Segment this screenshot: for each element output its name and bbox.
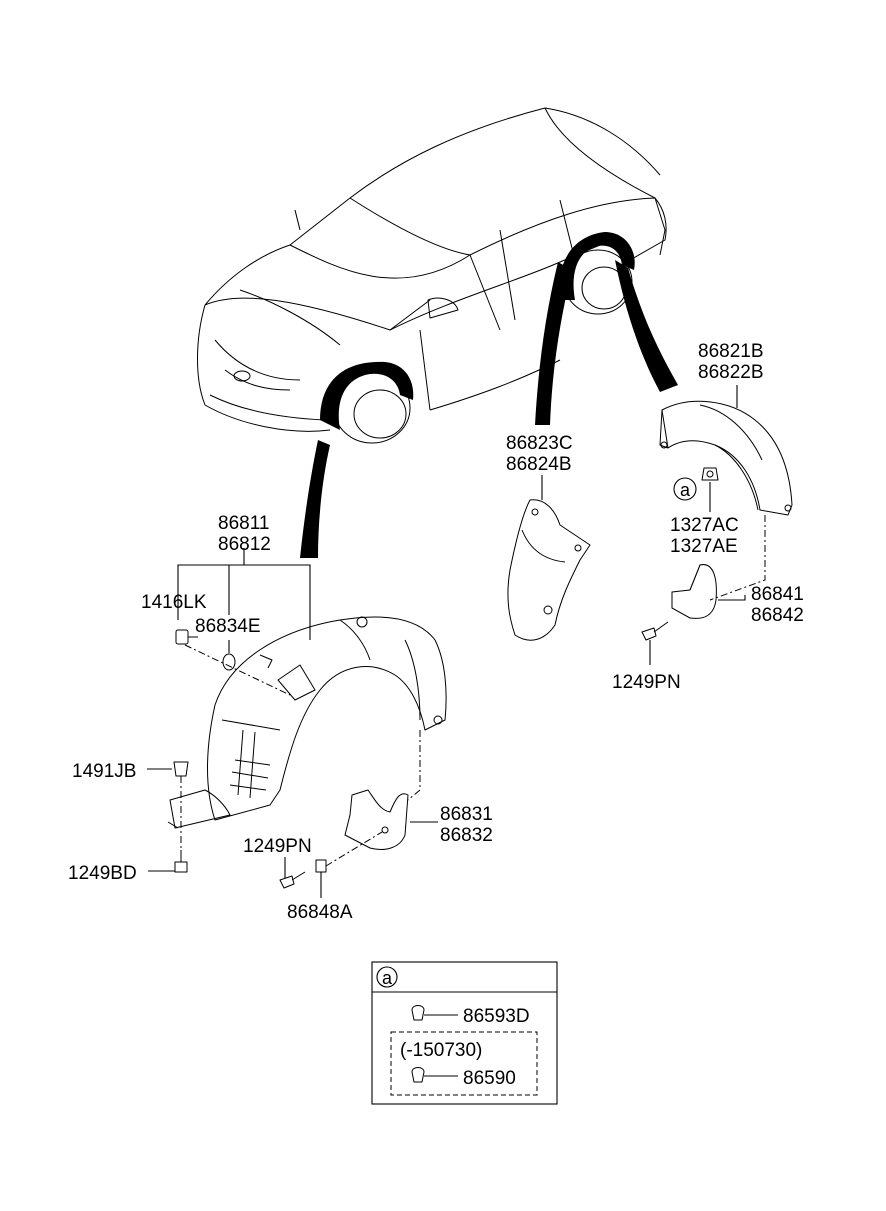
arrow-rear-front-piece bbox=[535, 262, 572, 425]
washer-86834E bbox=[222, 653, 236, 671]
mud-guard-front-part bbox=[344, 789, 409, 850]
legend-date-range: (-150730) bbox=[400, 1040, 482, 1061]
legend-item-86590: 86590 bbox=[463, 1068, 516, 1089]
rear-liner-highlight bbox=[559, 232, 635, 300]
label-86824B: 86824B bbox=[506, 454, 572, 475]
clip-1416LK bbox=[175, 629, 198, 645]
rear-wheel-liner-part bbox=[659, 400, 793, 516]
label-86848A: 86848A bbox=[287, 902, 353, 923]
label-86822B: 86822B bbox=[698, 362, 764, 383]
clip-nut-1327AC bbox=[701, 467, 719, 481]
clip-86590-icon bbox=[411, 1067, 425, 1083]
clip-86593D-icon bbox=[411, 1005, 425, 1021]
label-1249BD: 1249BD bbox=[68, 863, 137, 884]
label-1327AC: 1327AC bbox=[670, 515, 739, 536]
front-liner-highlight bbox=[320, 361, 414, 430]
legend-box: a 86593D (-150730) 86590 bbox=[371, 961, 558, 1105]
clip-1491JB bbox=[173, 761, 189, 777]
screw-1249PN-left bbox=[279, 871, 306, 889]
front-wheel-liner-part bbox=[167, 616, 447, 829]
rear-liner-front-piece bbox=[507, 499, 591, 641]
label-1327AE: 1327AE bbox=[670, 536, 738, 557]
label-1491JB: 1491JB bbox=[72, 761, 136, 782]
nut-86848A bbox=[315, 859, 327, 873]
screw-1249PN-right bbox=[641, 621, 669, 641]
arrow-rear-liner bbox=[615, 260, 678, 392]
car-illustration bbox=[197, 107, 667, 444]
label-86811: 86811 bbox=[218, 513, 269, 534]
bolt-1249BD bbox=[174, 850, 188, 873]
svg-text:a: a bbox=[680, 480, 691, 500]
label-86831: 86831 bbox=[440, 804, 493, 825]
mud-guard-rear-part bbox=[671, 564, 717, 619]
label-86841: 86841 bbox=[751, 584, 804, 605]
legend-marker: a bbox=[382, 968, 393, 988]
label-86823C: 86823C bbox=[506, 433, 573, 454]
label-1249PN-left: 1249PN bbox=[243, 836, 312, 857]
label-86832: 86832 bbox=[440, 825, 493, 846]
label-86821B: 86821B bbox=[698, 341, 764, 362]
label-1249PN-right: 1249PN bbox=[612, 672, 681, 693]
legend-item-86593D: 86593D bbox=[463, 1006, 530, 1027]
label-86834E: 86834E bbox=[195, 616, 261, 637]
label-86842: 86842 bbox=[751, 605, 804, 626]
arrow-front-liner bbox=[300, 440, 330, 558]
label-86812: 86812 bbox=[218, 534, 271, 555]
callout-a-marker: a bbox=[673, 477, 697, 501]
label-1416LK: 1416LK bbox=[141, 592, 207, 613]
